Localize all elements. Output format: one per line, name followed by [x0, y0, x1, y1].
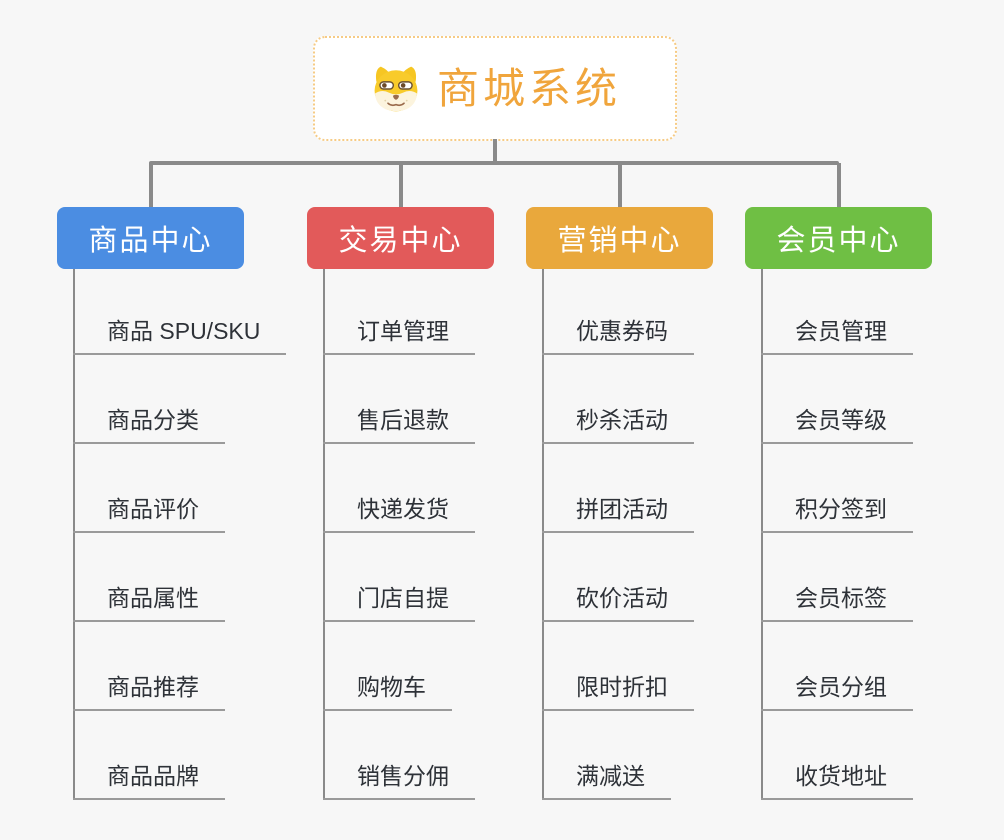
leaf-node[interactable]: 秒杀活动: [542, 407, 694, 444]
leaf-node[interactable]: 快递发货: [323, 496, 475, 533]
connector-drop-goods: [149, 163, 153, 207]
connector-drop-marketing: [618, 163, 622, 207]
leaf-node[interactable]: 积分签到: [761, 496, 913, 533]
leaf-node[interactable]: 优惠券码: [542, 318, 694, 355]
branch-label: 商品中心: [88, 225, 213, 257]
branch-node-member[interactable]: 会员中心: [745, 207, 932, 269]
leaf-node[interactable]: 商品属性: [73, 585, 225, 622]
leaf-node[interactable]: 会员管理: [761, 318, 913, 355]
connector-root-stem: [493, 139, 497, 163]
leaf-node[interactable]: 门店自提: [323, 585, 475, 622]
branch-label: 交易中心: [338, 225, 463, 257]
leaf-node[interactable]: 商品品牌: [73, 763, 225, 800]
root-title: 商城系统: [436, 64, 621, 112]
connector-drop-trade: [399, 163, 403, 207]
leaf-node[interactable]: 售后退款: [323, 407, 475, 444]
leaf-node[interactable]: 订单管理: [323, 318, 475, 355]
root-node[interactable]: 商城系统: [313, 36, 677, 141]
leaf-node[interactable]: 满减送: [542, 763, 671, 800]
branch-rail: [542, 269, 544, 800]
branch-node-goods[interactable]: 商品中心: [57, 207, 244, 269]
leaf-node[interactable]: 商品 SPU/SKU: [73, 318, 287, 355]
branch-label: 会员中心: [776, 225, 901, 257]
leaf-node[interactable]: 会员分组: [761, 674, 913, 711]
leaf-node[interactable]: 限时折扣: [542, 674, 694, 711]
leaf-node[interactable]: 销售分佣: [323, 763, 475, 800]
leaf-node[interactable]: 拼团活动: [542, 496, 694, 533]
leaf-node[interactable]: 商品分类: [73, 407, 225, 444]
branch-column-marketing: 营销中心 优惠券码 秒杀活动 拼团活动 砍价活动 限时折扣 满减送: [526, 0, 776, 840]
branch-label: 营销中心: [557, 225, 682, 257]
branch-column-goods: 商品中心 商品 SPU/SKU 商品分类 商品评价 商品属性 商品推荐 商品品牌: [57, 0, 307, 840]
branch-node-marketing[interactable]: 营销中心: [526, 207, 713, 269]
connector-drop-member: [837, 163, 841, 207]
branch-rail: [323, 269, 325, 800]
branch-rail: [761, 269, 763, 800]
leaf-node[interactable]: 收货地址: [761, 763, 913, 800]
branch-column-member: 会员中心 会员管理 会员等级 积分签到 会员标签 会员分组 收货地址: [745, 0, 995, 840]
leaf-node[interactable]: 会员标签: [761, 585, 913, 622]
branch-column-trade: 交易中心 订单管理 售后退款 快递发货 门店自提 购物车 销售分佣: [307, 0, 557, 840]
leaf-node[interactable]: 购物车: [323, 674, 452, 711]
leaf-node[interactable]: 砍价活动: [542, 585, 694, 622]
branch-node-trade[interactable]: 交易中心: [307, 207, 494, 269]
leaf-node[interactable]: 商品评价: [73, 496, 225, 533]
connector-horizontal-bar: [149, 161, 839, 165]
branch-rail: [73, 269, 75, 800]
leaf-node[interactable]: 会员等级: [761, 407, 913, 444]
shiba-dog-icon: [374, 66, 418, 111]
leaf-node[interactable]: 商品推荐: [73, 674, 225, 711]
